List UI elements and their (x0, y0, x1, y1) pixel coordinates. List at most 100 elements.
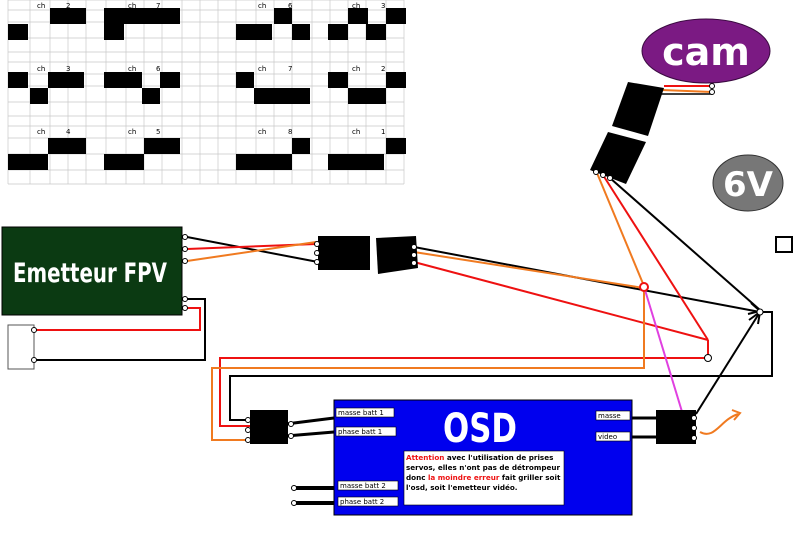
pattern-cell (48, 72, 84, 88)
pattern-cell (104, 154, 144, 170)
osd-board: OSD masse batt 1 phase batt 1 masse batt… (333, 399, 633, 516)
pattern-cell (104, 8, 180, 24)
osd-connector-left (250, 410, 288, 444)
pin (314, 259, 320, 265)
pin (709, 89, 715, 95)
pattern-cell (292, 24, 310, 40)
pin (314, 250, 320, 256)
port-phase-batt-2-label: phase batt 2 (340, 498, 384, 506)
pattern-cell (236, 24, 272, 40)
wire-cam-video (596, 172, 645, 287)
pin (288, 433, 294, 439)
pattern-cell (254, 88, 310, 104)
panel-ch-number: 2 (66, 2, 70, 10)
pattern-cell (104, 24, 124, 40)
pattern-cell (328, 72, 348, 88)
junction-power (704, 354, 712, 362)
pin (245, 417, 251, 423)
osd-input-connector (245, 410, 294, 444)
wire-osd-batt1-phase (285, 430, 335, 438)
pin (314, 241, 320, 247)
servo-connector-left (318, 236, 370, 270)
panel-prefix: ch (128, 128, 136, 136)
panel-ch-number: 3 (66, 65, 70, 73)
pattern-cell (366, 24, 386, 40)
pattern-cell (386, 8, 406, 24)
camera-connector-bottom (590, 132, 646, 184)
pin (593, 169, 599, 175)
port-masse-batt-2-label: masse batt 2 (340, 482, 386, 490)
pattern-cell (8, 72, 28, 88)
servo-connector-right (376, 236, 418, 274)
junction-video (639, 282, 649, 292)
connector-gap (610, 126, 649, 140)
panel-prefix: ch (258, 65, 266, 73)
pattern-cell (236, 154, 292, 170)
emitter-title: Emetteur FPV (13, 258, 167, 289)
panel-prefix: ch (352, 65, 360, 73)
pin (607, 175, 613, 181)
port-masse-batt-1-label: masse batt 1 (338, 409, 384, 417)
pattern-cell (236, 72, 254, 88)
pattern-cell (348, 8, 368, 24)
warning-box (403, 450, 565, 506)
panel-ch-number: 7 (156, 2, 160, 10)
wire-video-to-osd (211, 288, 645, 441)
pin (291, 485, 297, 491)
pin (245, 427, 251, 433)
emitter-box (1, 226, 183, 316)
pin (709, 83, 715, 89)
pattern-cell (292, 138, 310, 154)
camera-connectors (590, 82, 715, 184)
panel-prefix: ch (258, 128, 266, 136)
servo-connector-pair (314, 236, 418, 274)
pin (182, 296, 188, 302)
emitter-pins (182, 234, 188, 311)
pattern-cell (328, 154, 384, 170)
battery-badge (712, 154, 784, 212)
wire-ground-to-osd-out (695, 311, 761, 415)
pin (182, 305, 188, 311)
port-phase-batt-2 (337, 496, 399, 507)
cam-label: cam (662, 30, 750, 74)
port-video-label: video (598, 433, 617, 441)
wire-power-to-osd (219, 357, 708, 427)
pattern-cell (8, 154, 48, 170)
panel-ch-number: 1 (381, 128, 385, 136)
pin (291, 500, 297, 506)
wire-cam-ground (609, 177, 761, 311)
osd-connector-right (656, 410, 696, 444)
warning-part2: fait griller soit l'osd, soit l'emetteur… (406, 473, 561, 492)
wire-emitter-video (186, 241, 317, 262)
warning-lead: Attention (406, 453, 445, 462)
pattern-cell (48, 138, 86, 154)
wire-osd-batt1-ground (285, 416, 335, 426)
pin (182, 246, 188, 252)
pin (411, 252, 417, 258)
panel-prefix: ch (37, 2, 45, 10)
wire-cam-top-orange (661, 89, 713, 93)
pin (411, 260, 417, 266)
wire-ground-to-osd (229, 311, 773, 421)
panel-ch-number: 5 (156, 128, 160, 136)
camera: cam (641, 18, 771, 84)
wire-emitter-to-box-power (36, 307, 201, 331)
channel-pattern-cells (8, 8, 406, 170)
pin (411, 244, 417, 250)
port-masse-label: masse (598, 412, 621, 420)
wire-power-to-junction (413, 261, 709, 341)
panel-prefix: ch (258, 2, 266, 10)
panel-ch-number: 3 (381, 2, 385, 10)
pattern-cell (328, 24, 348, 40)
emitter-fpv: Emetteur FPV (1, 226, 183, 316)
panel-prefix: ch (128, 2, 136, 10)
warning-part1: avec l'utilisation de prises servos, ell… (406, 453, 561, 482)
panel-ch-number: 4 (66, 128, 71, 136)
port-masse (595, 410, 631, 421)
pattern-cell (386, 138, 406, 154)
pattern-cell (386, 72, 406, 88)
pattern-cell (30, 88, 48, 104)
panel-ch-number: 8 (288, 128, 292, 136)
